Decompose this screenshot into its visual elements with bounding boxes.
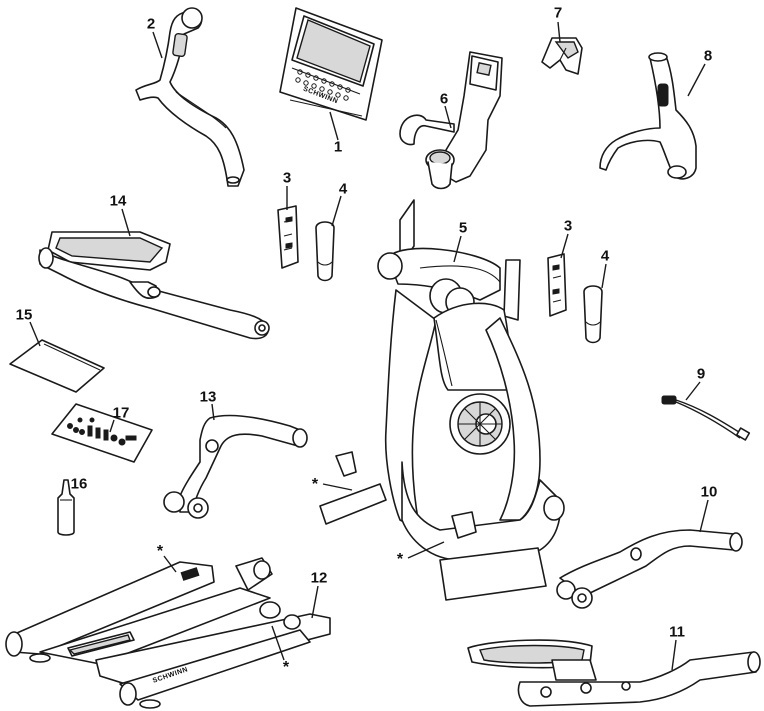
power-adapter-part <box>661 395 751 441</box>
leader-lines <box>29 21 709 671</box>
callout-lubricant: 16 <box>70 475 88 493</box>
lubricant-bottle-part <box>57 479 75 536</box>
left-pedal-arm-part <box>38 231 270 340</box>
shroud-pair-right <box>547 253 603 344</box>
left-lower-arm-part <box>163 414 308 519</box>
hardware-card-part <box>51 403 153 463</box>
callout-console: 1 <box>333 138 343 156</box>
console-part <box>279 7 383 121</box>
shroud-pair-left <box>277 205 335 282</box>
callout-right-lower-arm: 10 <box>700 483 718 501</box>
asterisk-mark: * <box>311 476 319 493</box>
left-handlebar-part <box>135 7 245 187</box>
callout-shroud-left-b: 4 <box>338 180 348 198</box>
callout-power-adapter: 9 <box>696 365 706 383</box>
callout-shroud-left-a: 3 <box>282 169 292 187</box>
manual-part <box>9 339 105 393</box>
asterisk-mark: * <box>282 659 290 676</box>
asterisk-mark: * <box>396 551 404 568</box>
callout-left-handlebar: 2 <box>146 15 156 33</box>
right-handlebar-part <box>599 52 697 180</box>
callout-right-pedal-arm: 11 <box>669 623 685 641</box>
callout-left-pedal-arm: 14 <box>109 192 127 210</box>
callout-manual: 15 <box>15 306 33 324</box>
callout-base-stabilizer: 12 <box>310 569 328 587</box>
center-post-part <box>399 51 503 190</box>
callout-right-handlebar: 8 <box>703 47 713 65</box>
asterisk-mark: * <box>156 543 164 560</box>
callout-left-lower-arm: 13 <box>199 388 217 406</box>
main-frame-part <box>319 199 565 601</box>
callout-shroud-right-a: 3 <box>563 217 573 235</box>
callout-center-post: 6 <box>439 90 449 108</box>
bracket-part <box>541 37 583 75</box>
callout-bracket: 7 <box>553 4 563 22</box>
callout-shroud-right-b: 4 <box>600 247 610 265</box>
right-pedal-arm-part <box>467 639 761 707</box>
callout-main-frame: 5 <box>458 219 468 237</box>
right-lower-arm-part <box>556 529 743 609</box>
callout-hardware-card: 17 <box>112 404 130 422</box>
base-stabilizer-part <box>5 557 331 709</box>
